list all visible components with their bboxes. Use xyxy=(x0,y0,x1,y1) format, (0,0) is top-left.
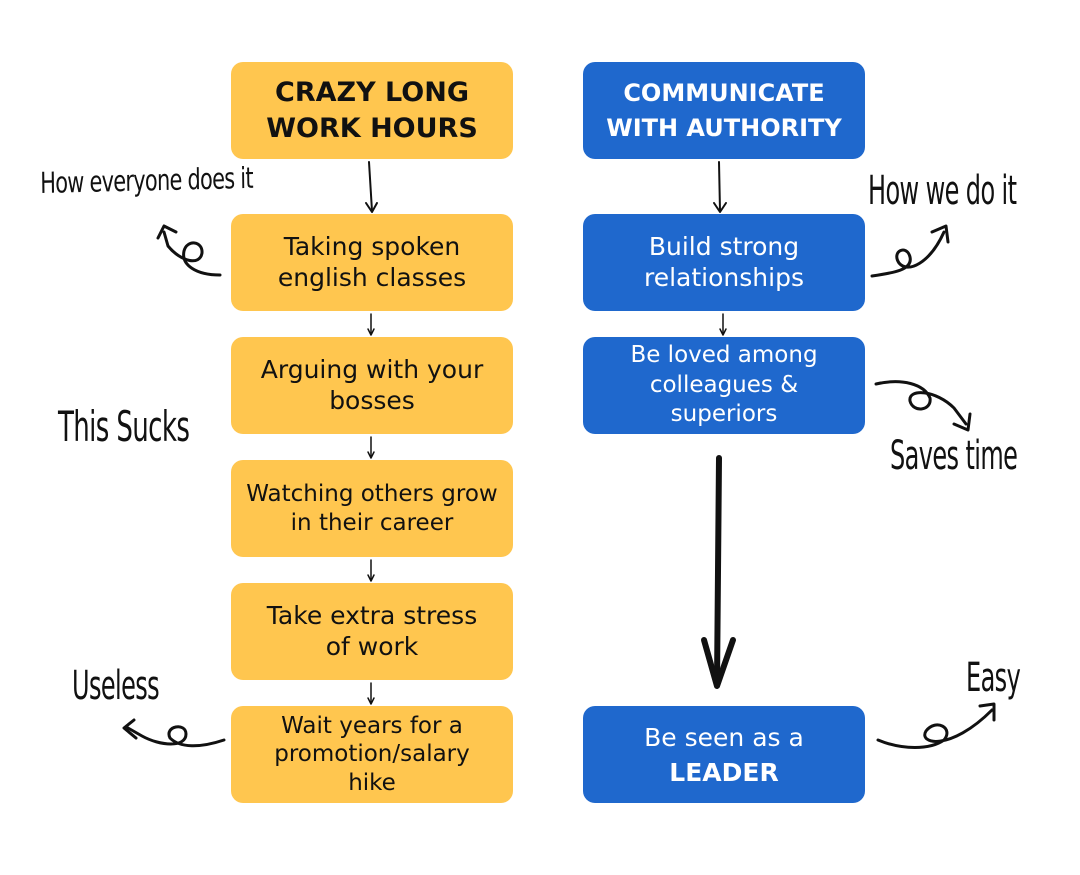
right-step-1-text: Build strong relationships xyxy=(644,232,804,292)
left-step-4-text: Take extra stress of work xyxy=(266,601,478,661)
left-step-1: Taking spoken english classes xyxy=(231,214,513,311)
arrow-left-5-head xyxy=(367,697,375,705)
doodle-useless xyxy=(126,725,226,748)
doodle-easy-head xyxy=(978,702,996,722)
right-final-line2: LEADER xyxy=(669,757,779,787)
left-step-5-text: Wait years for a promotion/salary hike xyxy=(274,713,470,796)
arrow-left-1 xyxy=(368,161,373,212)
left-step-2: Arguing with your bosses xyxy=(231,337,513,434)
right-final-box: Be seen as a LEADER xyxy=(583,706,865,803)
left-step-2-text: Arguing with your bosses xyxy=(260,355,484,415)
right-step-2-text: Be loved among colleagues & superiors xyxy=(630,342,818,428)
arrow-right-big xyxy=(714,455,722,687)
left-step-4: Take extra stress of work xyxy=(231,583,513,680)
doodle-how-everyone-head xyxy=(156,224,178,240)
right-final-line1: Be seen as a xyxy=(644,722,804,752)
arrow-left-4-head xyxy=(367,574,375,582)
doodle-how-we xyxy=(870,230,946,278)
arrow-right-big-head xyxy=(701,637,736,689)
right-step-2: Be loved among colleagues & superiors xyxy=(583,337,865,434)
arrow-left-3-head xyxy=(367,451,375,459)
arrow-left-2-head xyxy=(367,328,375,336)
annotation-easy: Easy xyxy=(966,655,1021,701)
arrow-right-1-head xyxy=(713,202,727,213)
left-header-box: CRAZY LONG WORK HOURS xyxy=(231,62,513,159)
arrow-right-2-head xyxy=(719,328,727,336)
left-header-text: CRAZY LONG WORK HOURS xyxy=(266,77,478,144)
annotation-saves-time: Saves time xyxy=(890,433,1018,479)
annotation-useless: Useless xyxy=(72,663,160,709)
right-header-text: COMMUNICATE WITH AUTHORITY xyxy=(606,78,842,142)
doodle-useless-head xyxy=(122,718,138,740)
doodle-easy xyxy=(876,708,994,749)
left-step-3-text: Watching others grow in their career xyxy=(246,481,498,536)
right-step-1: Build strong relationships xyxy=(583,214,865,311)
left-step-5: Wait years for a promotion/salary hike xyxy=(231,706,513,803)
doodle-saves-time-head xyxy=(952,412,972,432)
arrow-left-1-head xyxy=(365,202,378,213)
left-step-1-text: Taking spoken english classes xyxy=(277,232,467,292)
left-step-3: Watching others grow in their career xyxy=(231,460,513,557)
doodle-how-everyone xyxy=(162,230,222,277)
right-header-box: COMMUNICATE WITH AUTHORITY xyxy=(583,62,865,159)
annotation-how-we: How we do it xyxy=(868,168,1017,214)
arrow-right-1 xyxy=(718,161,721,212)
doodle-saves-time xyxy=(874,380,968,426)
annotation-this-sucks: This Sucks xyxy=(58,402,190,451)
doodle-how-we-head xyxy=(930,224,950,244)
